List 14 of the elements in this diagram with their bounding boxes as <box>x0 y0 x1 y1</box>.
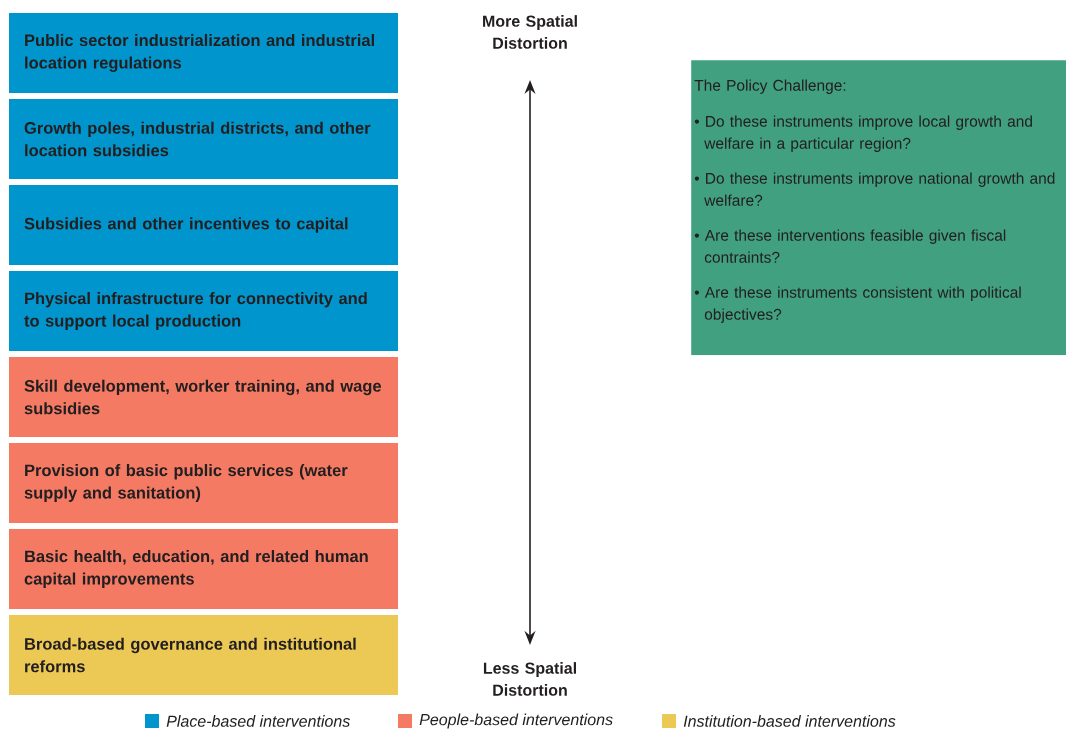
intervention-box: Skill development, worker training, and wage subsidies <box>9 357 398 437</box>
scale-label: Less Spatial Distortion <box>483 662 576 696</box>
policy-challenge-box: The Policy Challenge: • Do these instruments improve local growth and welfare in a particular region? • Do these instruments improve national growth and welfare? • Are these interventions feasible given fiscal contraints? • Are these instruments consistent with political objectives? <box>691 60 1066 356</box>
intervention-box: Provision of basic public services (water supply and sanitation) <box>9 443 398 523</box>
intervention-box: Physical infrastructure for connectivity and to support local production <box>9 271 398 351</box>
scale-label: More Spatial Distortion <box>483 15 577 49</box>
legend-label: Place-based interventions <box>166 715 350 727</box>
legend-label: Institution-based interventions <box>683 715 896 727</box>
legend-label: People-based interventions <box>419 713 613 729</box>
intervention-box: Public sector industrialization and industrial location regulations <box>9 13 398 93</box>
intervention-box: Basic health, education, and related human capital improvements <box>9 529 398 609</box>
intervention-box: Broad-based governance and institutional reforms <box>9 615 398 695</box>
intervention-box: Growth poles, industrial districts, and other location subsidies <box>9 99 398 179</box>
intervention-box: Subsidies and other incentives to capital <box>9 185 398 265</box>
